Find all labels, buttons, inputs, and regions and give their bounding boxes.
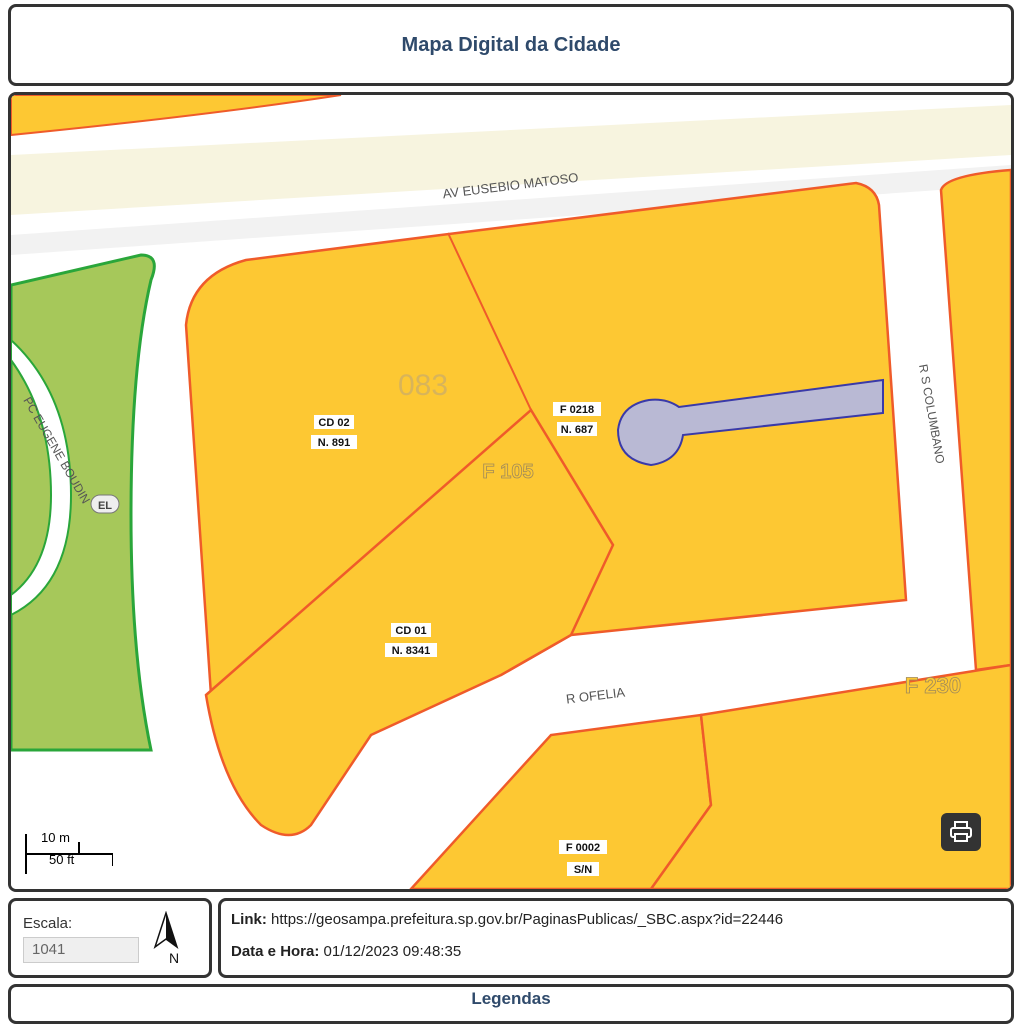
date-row: Data e Hora: 01/12/2023 09:48:35 <box>231 943 461 960</box>
info-panel: Link: https://geosampa.prefeitura.sp.gov… <box>218 898 1014 978</box>
date-value: 01/12/2023 09:48:35 <box>319 943 462 960</box>
print-button[interactable] <box>941 813 981 851</box>
scale-input[interactable]: 1041 <box>23 937 139 963</box>
lot-number: S/N <box>574 864 592 876</box>
street-lane <box>11 165 1011 255</box>
lot-number: N. 687 <box>561 424 593 436</box>
north-arrow-icon: N <box>153 911 179 966</box>
scale-label: Escala: <box>23 915 73 932</box>
highlighted-parcel[interactable] <box>616 378 884 467</box>
legend-panel: Legendas <box>8 984 1014 1024</box>
block-right <box>939 168 1011 672</box>
map-canvas[interactable]: AV EUSEBIO MATOSO R S COLUMBANO R OFELIA… <box>11 95 1011 889</box>
lot-label-bg <box>391 623 431 637</box>
el-label: EL <box>98 500 112 512</box>
lot-label-bg <box>553 402 601 416</box>
sidewalk-north <box>11 105 1011 215</box>
link-label: Link: <box>231 911 267 928</box>
block-f230 <box>649 663 1011 889</box>
scale-metric: 10 m <box>41 830 70 845</box>
date-label: Data e Hora: <box>231 943 320 960</box>
el-badge <box>90 494 120 514</box>
legend-title: Legendas <box>471 989 551 1008</box>
lot-top-left <box>11 95 342 137</box>
link-value[interactable]: https://geosampa.prefeitura.sp.gov.br/Pa… <box>266 911 784 928</box>
lot-number: N. 891 <box>318 437 350 449</box>
lot-label-bg <box>557 422 597 436</box>
scale-imperial: 50 ft <box>49 852 75 867</box>
scale-panel: Escala: 1041 N <box>8 898 212 978</box>
lot-cd01 <box>204 408 615 837</box>
page-title: Mapa Digital da Cidade <box>401 33 621 56</box>
lot-code: CD 01 <box>395 625 426 637</box>
lot-label-bg <box>314 415 354 429</box>
lot-code: F 0002 <box>566 842 600 854</box>
park-area <box>11 253 156 752</box>
quadra-label: 083 <box>398 369 448 402</box>
map-viewport[interactable]: AV EUSEBIO MATOSO R S COLUMBANO R OFELIA… <box>8 92 1014 892</box>
scale-bar-graphic <box>25 834 113 874</box>
lot-number: N. 8341 <box>392 645 431 657</box>
lot-code: CD 02 <box>318 417 349 429</box>
roundabout <box>11 338 73 617</box>
lot-code: F 0218 <box>560 404 594 416</box>
lot-divider-2 <box>530 409 614 546</box>
lot-label-bg <box>567 862 599 876</box>
lot-label-bg <box>385 643 437 657</box>
printer-icon <box>950 821 972 842</box>
street-label-ofelia: R OFELIA <box>565 684 626 706</box>
setor-label-f105: F 105 <box>482 461 533 483</box>
north-label: N <box>169 950 179 966</box>
scale-bar: 10 m 50 ft <box>23 830 113 876</box>
title-panel: Mapa Digital da Cidade <box>8 4 1014 86</box>
lot-label-bg <box>559 840 607 854</box>
setor-label-f230: F 230 <box>905 673 961 698</box>
lot-label-bg <box>311 435 357 449</box>
lot-divider-1 <box>447 232 532 411</box>
link-row: Link: https://geosampa.prefeitura.sp.gov… <box>231 911 783 928</box>
